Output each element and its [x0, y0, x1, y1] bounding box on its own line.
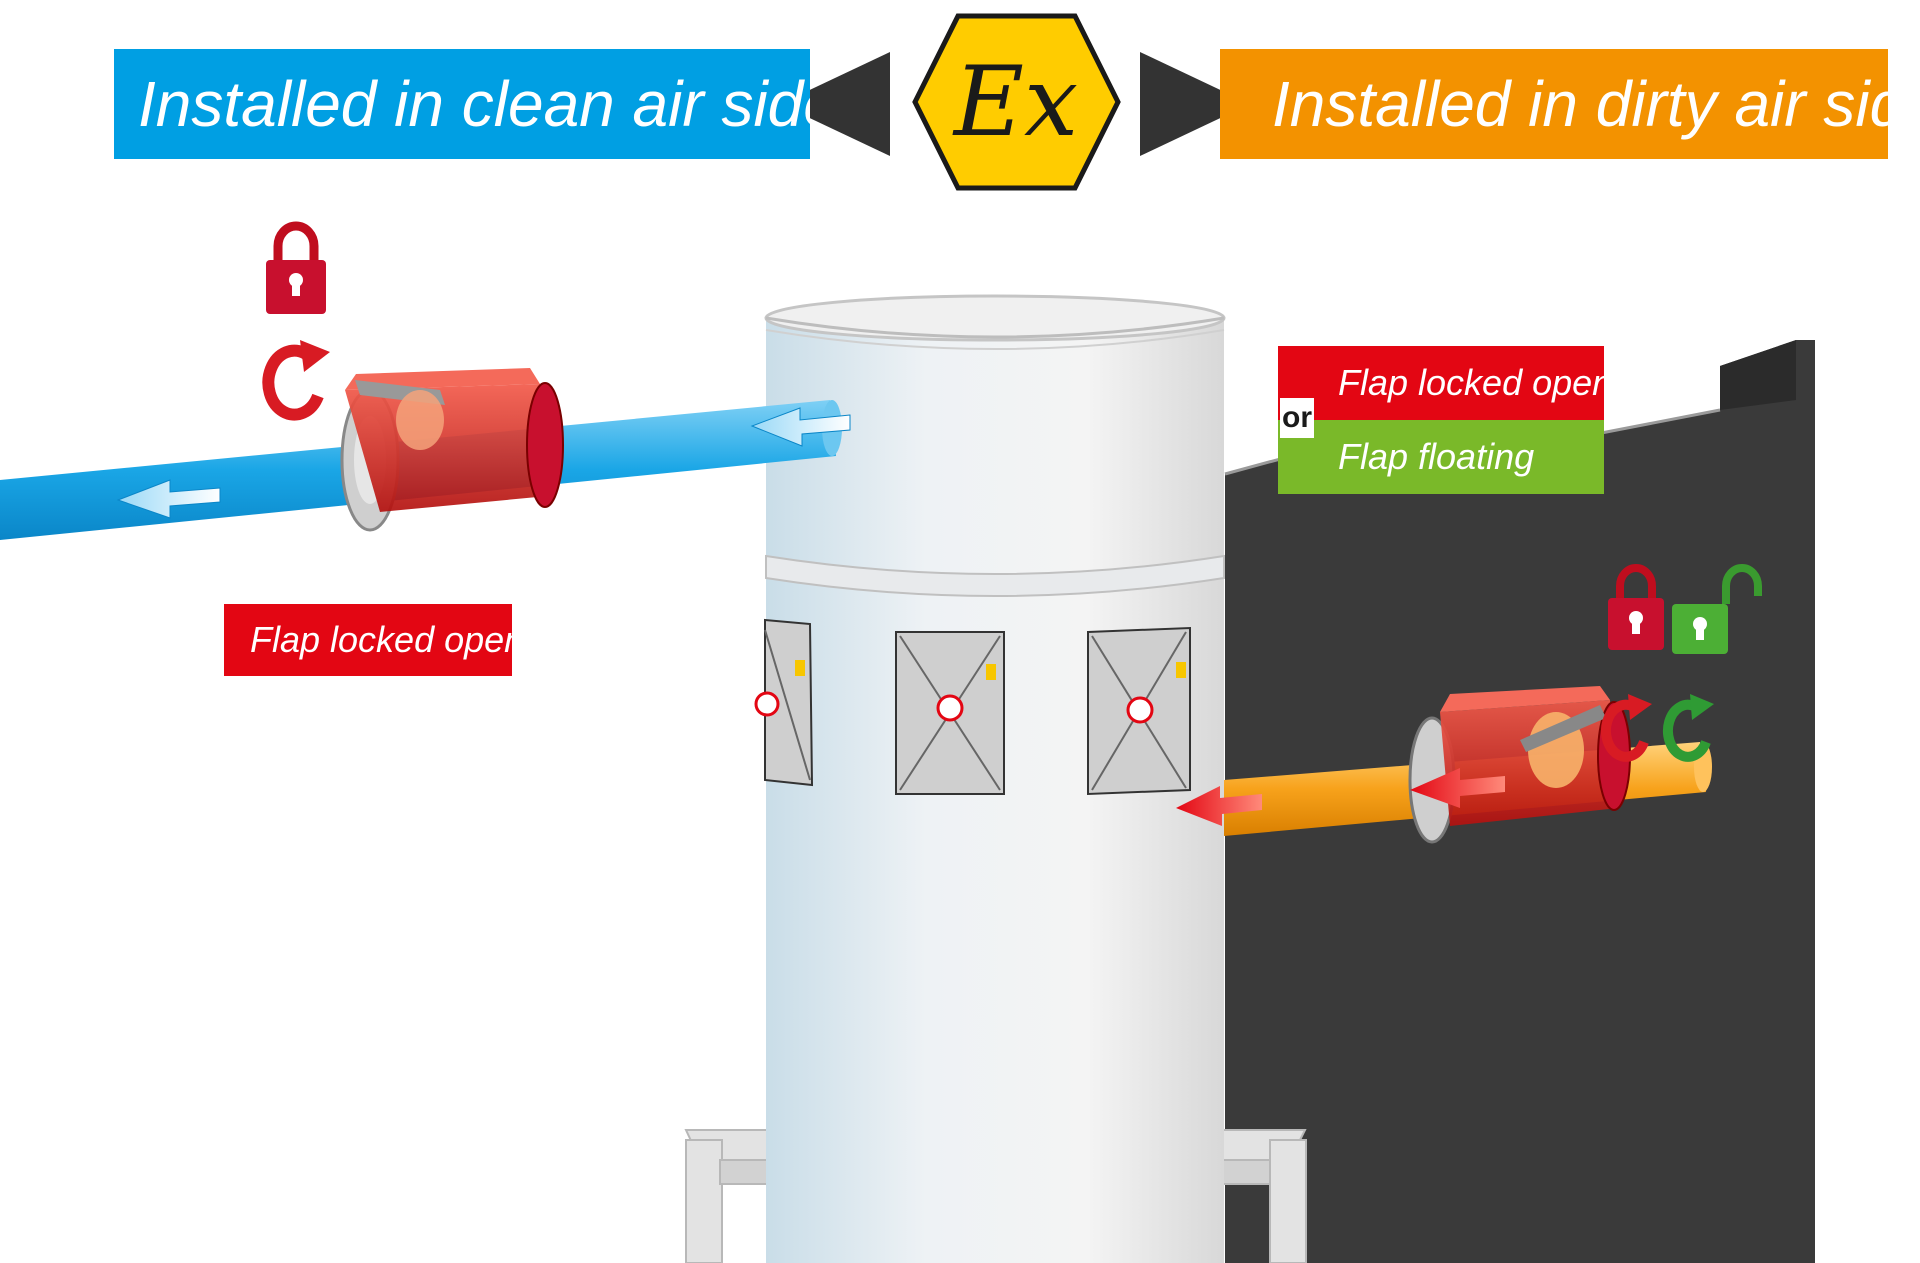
- flow-arrow-left-icon: [750, 407, 851, 447]
- clean-side-status-label: Flap locked open: [224, 604, 512, 676]
- access-door: [754, 618, 814, 787]
- access-door: [895, 631, 1005, 795]
- option-connector-text: or: [1280, 398, 1314, 438]
- flow-arrow-left-icon: [116, 479, 221, 519]
- dirty-side-option-locked: Flap locked open: [1278, 346, 1604, 420]
- flow-arrow-left-icon: [1410, 768, 1505, 808]
- clean-air-side-banner: Installed in clean air side: [114, 49, 810, 159]
- dirty-air-side-banner: Installed in dirty air side: [1220, 49, 1888, 159]
- silo-access-doors: [754, 618, 1191, 796]
- dirty-side-option-floating: Flap floating: [1278, 420, 1604, 494]
- rotate-arrow-icon: [1601, 694, 1652, 762]
- arrow-left-icon: [780, 52, 890, 156]
- padlock-open-icon: [1672, 564, 1762, 654]
- rotate-arrow-icon: [262, 340, 330, 421]
- arrow-right-icon: [1140, 52, 1250, 156]
- clean-air-side-label: Installed in clean air side: [138, 68, 810, 140]
- dirty-side-flap-valve: [1408, 686, 1631, 844]
- atex-ex-hexagon-icon: Ex: [912, 13, 1121, 191]
- access-door: [1087, 626, 1191, 796]
- flow-arrow-left-icon: [1176, 786, 1262, 826]
- ex-symbol-text: Ex: [952, 46, 1078, 158]
- clean-side-flap-valve: [340, 368, 564, 532]
- padlock-closed-icon: [266, 221, 326, 314]
- dirty-air-side-label: Installed in dirty air side: [1272, 68, 1888, 140]
- padlock-closed-icon: [1608, 564, 1664, 650]
- rotate-arrow-icon: [1663, 694, 1714, 762]
